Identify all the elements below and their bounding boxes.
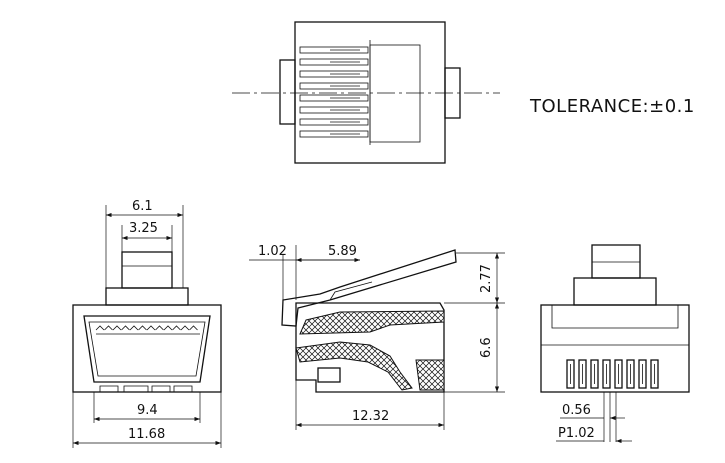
side-view-contact-blade [317,367,341,383]
top-view-contact-strip [299,118,369,126]
front-view-bottom-slots [99,385,193,392]
dim-side-body-height: 6.6 [479,337,494,358]
end-view-contact [638,359,647,389]
top-view-contact-strip [299,94,369,102]
end-view-contact [602,359,611,389]
dim-end-contact-width: 0.56 [562,403,591,418]
front-view-tooth [163,325,173,331]
front-view-body [72,304,222,393]
dim-side-lead: 1.02 [258,244,287,259]
dim-end-pitch: P1.02 [558,426,595,441]
front-view: 6.1 3.25 9.4 11.68 [72,199,222,448]
side-view-body [295,302,445,393]
side-view-contact-section [295,341,413,391]
dim-front-top-outer: 6.1 [132,199,153,214]
front-view-tooth [138,325,147,331]
top-view-contact-strip [299,82,369,90]
end-view: 0.56 P1.02 [540,244,690,444]
top-view-contact-strip [299,58,369,66]
front-view-shoulder [105,287,189,306]
tolerance-note: TOLERANCE:±0.1 [529,96,695,117]
front-view-slot [123,385,149,392]
dim-side-latch-height: 2.77 [479,264,494,293]
top-view-cable-stub [279,59,296,125]
front-view-tooth [95,325,105,331]
top-view-contacts [299,46,369,138]
end-view-contacts [566,359,659,389]
front-view-slot [99,385,119,392]
top-view-contact-window [369,44,421,143]
end-view-shoulder [573,277,657,306]
end-view-latch [591,244,641,279]
end-view-contact [578,359,587,389]
end-view-contact [614,359,623,389]
dim-side-latch: 5.89 [328,244,357,259]
dim-front-inner-width: 9.4 [137,403,158,418]
front-view-tooth [121,325,130,331]
top-view-latch-stub [444,67,461,119]
front-view-tooth [155,325,164,331]
front-view-tooth [172,325,181,331]
front-view-tooth [146,325,156,331]
front-view-contact-teeth [95,325,200,335]
dim-front-outer-width: 11.68 [128,427,165,442]
top-view-contact-strip [299,70,369,78]
front-view-tooth [189,325,198,331]
front-view-slot [151,385,171,392]
front-view-slot [173,385,193,392]
side-view-rear-section [415,359,445,391]
end-view-contact [566,359,575,389]
end-view-contact [650,359,659,389]
side-view-top-section [299,310,445,335]
top-view-contact-strip [299,46,369,54]
front-view-tooth [112,325,122,331]
side-view-latch-lever [281,249,457,327]
front-view-latch [121,251,173,289]
top-view [232,21,500,164]
top-view-contact-strip [299,130,369,138]
top-view-contact-strip [299,106,369,114]
end-view-contact [590,359,599,389]
front-view-cavity [83,315,211,383]
front-view-tooth [129,325,139,331]
end-view-contact [626,359,635,389]
side-view: 1.02 5.89 2.77 6.6 12.32 [249,244,505,430]
front-view-tooth [104,325,113,331]
front-view-tooth [180,325,190,331]
dim-side-length: 12.32 [352,409,389,424]
dim-front-top-inner: 3.25 [129,221,158,236]
